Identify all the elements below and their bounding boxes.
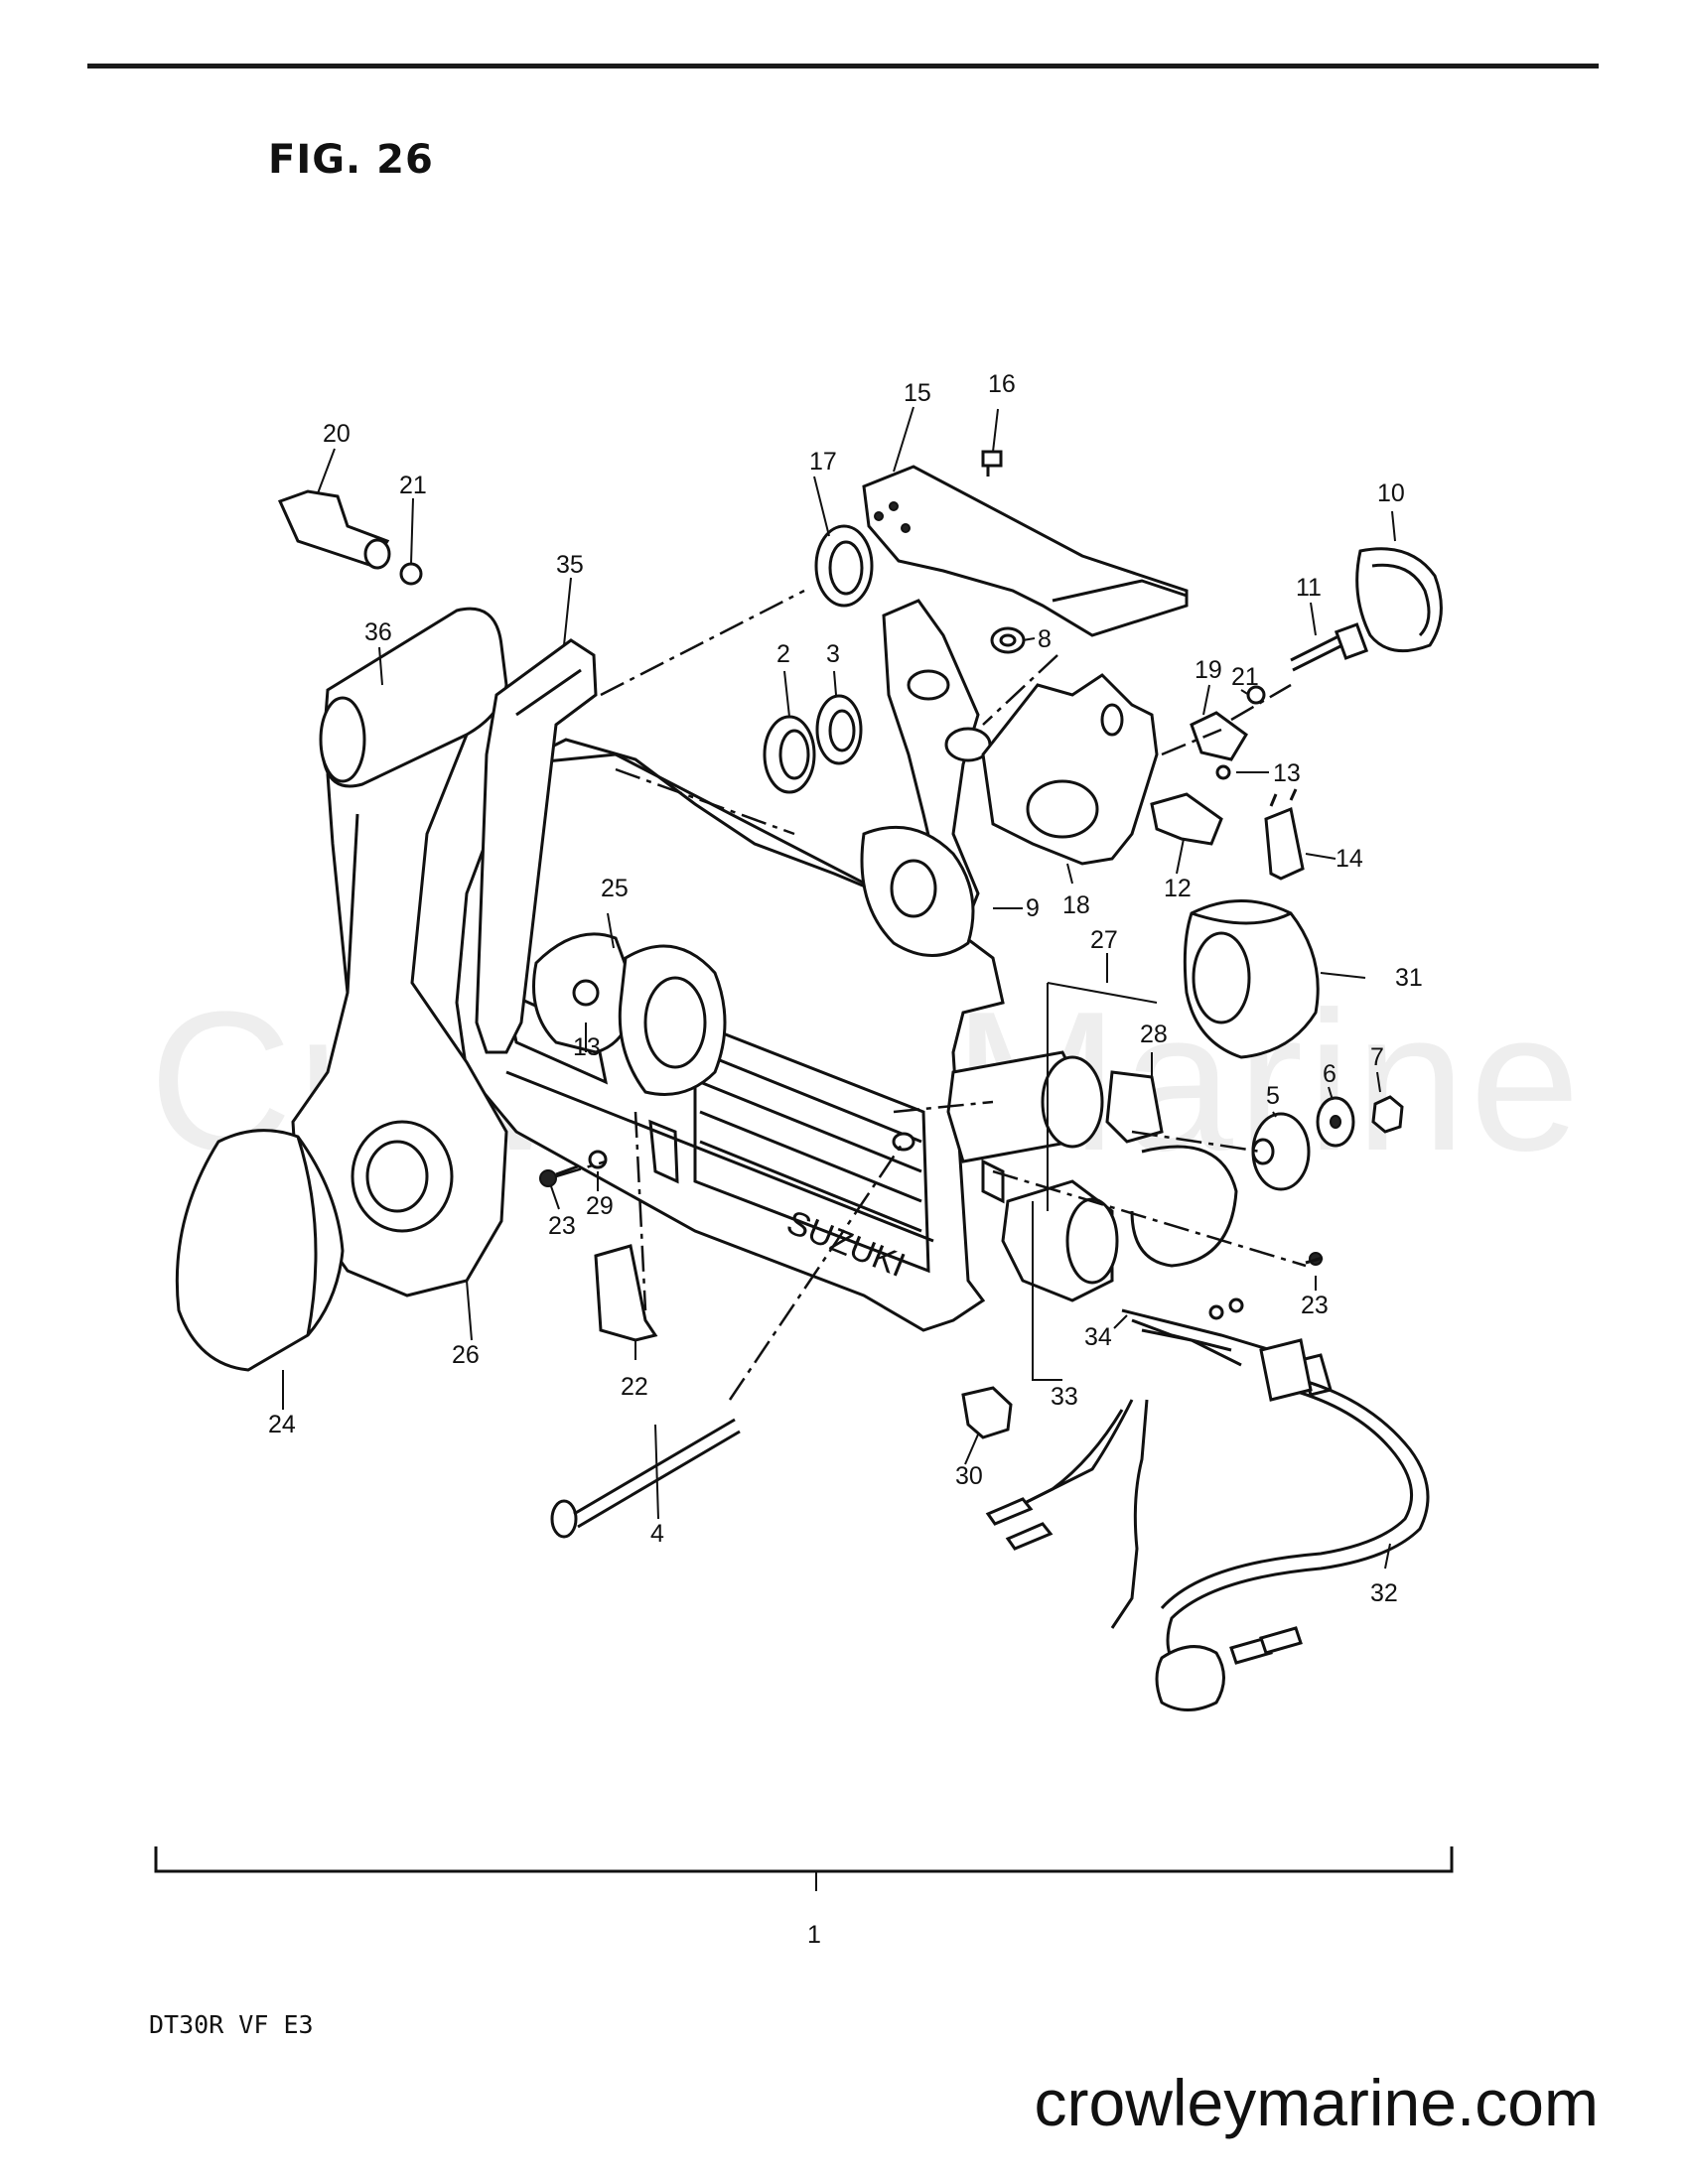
callout-labels: 1 2 3 4 5 6 7 8 9 10 11 12 13 13 14 15 1… (268, 370, 1423, 1949)
callout-5: 5 (1266, 1082, 1280, 1110)
wire-harness-32 (985, 1338, 1430, 1711)
bolt-11 (1290, 622, 1369, 672)
callout-13b: 13 (573, 1033, 601, 1061)
small-bracket (594, 1244, 658, 1342)
control-lever-arm (291, 683, 508, 1297)
callout-26: 26 (452, 1341, 480, 1369)
switch-14 (1264, 788, 1305, 881)
callout-21b: 21 (1231, 663, 1259, 691)
callout-17: 17 (809, 448, 837, 476)
screw-13-right (1215, 764, 1231, 780)
callout-31: 31 (1395, 964, 1423, 992)
clip-21-left (399, 562, 423, 586)
website-text: crowleymarine.com (1034, 2066, 1599, 2139)
long-screw (550, 1418, 741, 1539)
model-code: DT30R VF E3 (149, 2010, 314, 2039)
switch-knob (277, 489, 391, 570)
lever-rod (475, 638, 598, 1054)
callout-21a: 21 (399, 472, 427, 499)
nut-7 (1371, 1095, 1404, 1134)
leader-lines (154, 406, 1454, 1891)
callout-2: 2 (776, 640, 790, 668)
lever-handle-grip (319, 607, 508, 788)
callout-32: 32 (1370, 1579, 1398, 1607)
connector-28 (946, 1050, 1238, 1268)
bushing-3 (815, 694, 863, 765)
nut-8 (990, 626, 1026, 654)
switch-bracket-19 (1190, 711, 1248, 761)
callout-22: 22 (621, 1373, 648, 1401)
callout-30: 30 (955, 1462, 983, 1490)
callout-29: 29 (586, 1192, 614, 1220)
callout-27: 27 (1090, 926, 1118, 954)
callout-16: 16 (988, 370, 1016, 398)
callout-12: 12 (1164, 875, 1192, 902)
callout-24: 24 (268, 1411, 296, 1438)
screw-23-left (539, 1164, 579, 1187)
callout-35: 35 (556, 551, 584, 579)
callout-33: 33 (1051, 1383, 1078, 1411)
callout-13a: 13 (1273, 759, 1301, 787)
grommet-5 (1251, 1112, 1311, 1191)
throttle-arm (862, 465, 1189, 637)
callout-25: 25 (601, 875, 629, 902)
assembly-centerlines (555, 589, 1307, 1401)
callout-1: 1 (807, 1921, 821, 1949)
figure-title: FIG. 26 (268, 137, 434, 183)
callout-15: 15 (904, 379, 931, 407)
shift-gear-assembly (532, 932, 727, 1096)
header-rule (87, 64, 1599, 68)
seal-17 (814, 524, 874, 608)
callout-8: 8 (1038, 625, 1052, 653)
cap-31 (1183, 899, 1320, 1059)
callout-23a: 23 (548, 1212, 576, 1240)
callout-34: 34 (1084, 1323, 1112, 1351)
washer-6 (1316, 1096, 1355, 1148)
callout-6: 6 (1323, 1060, 1336, 1088)
callout-36: 36 (364, 618, 392, 646)
callout-3: 3 (826, 640, 840, 668)
bushing-2 (763, 715, 816, 794)
connector-33 (1001, 1179, 1119, 1302)
screw-23-right (1305, 1252, 1324, 1266)
callout-7: 7 (1370, 1043, 1384, 1071)
callout-11: 11 (1296, 574, 1322, 602)
callout-14: 14 (1336, 845, 1363, 873)
callout-18: 18 (1062, 891, 1090, 919)
callout-10: 10 (1377, 479, 1405, 507)
callout-28: 28 (1140, 1021, 1168, 1048)
bolt-16 (981, 450, 1003, 477)
callout-9: 9 (1026, 894, 1040, 922)
lever-cover-disc (175, 1129, 345, 1372)
clip-30 (961, 1386, 1013, 1439)
callout-4: 4 (650, 1520, 664, 1548)
switch-12 (1150, 792, 1223, 846)
cam-plate-assembly (860, 599, 992, 957)
washer-29 (588, 1150, 608, 1169)
callout-20: 20 (323, 420, 351, 448)
mounting-bracket-18 (981, 673, 1159, 866)
ring-10 (1355, 547, 1443, 653)
callout-23b: 23 (1301, 1292, 1329, 1319)
callout-19: 19 (1195, 656, 1222, 684)
